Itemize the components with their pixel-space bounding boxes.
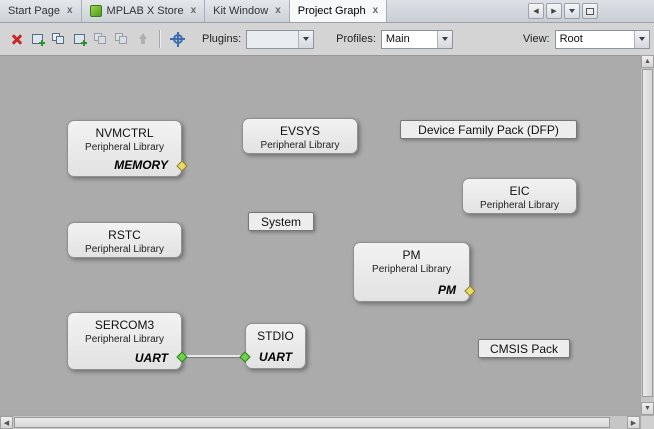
vertical-scroll-thumb[interactable] — [642, 69, 653, 397]
scroll-up-button[interactable]: ▲ — [641, 55, 654, 68]
scroll-right-button[interactable]: ▶ — [627, 416, 640, 429]
node-system[interactable]: System — [248, 212, 314, 231]
tab-kit-window[interactable]: Kit Window x — [205, 0, 290, 22]
node-eic[interactable]: EIC Peripheral Library — [462, 178, 577, 214]
tab-label: MPLAB X Store — [106, 5, 184, 17]
node-evsys[interactable]: EVSYS Peripheral Library — [242, 118, 358, 154]
node-pm[interactable]: PM Peripheral Library PM — [353, 242, 476, 302]
node-capability-label: UART — [258, 350, 293, 364]
move-up-button[interactable] — [132, 28, 153, 50]
group-node-button[interactable] — [111, 28, 132, 50]
tab-scroll-left-button[interactable]: ◀ — [528, 3, 544, 19]
chevron-down-icon — [569, 9, 575, 13]
graph-canvas[interactable]: NVMCTRL Peripheral Library MEMORY EVSYS … — [0, 55, 640, 415]
tab-label: Project Graph — [297, 5, 366, 17]
duplicate-node-button[interactable] — [90, 28, 111, 50]
add-node-icon — [32, 34, 45, 46]
tab-start-page[interactable]: Start Page x — [0, 0, 82, 22]
node-title: CMSIS Pack — [489, 341, 558, 356]
node-sercom3[interactable]: SERCOM3 Peripheral Library UART — [67, 312, 188, 370]
node-subtitle: Peripheral Library — [85, 142, 164, 153]
close-icon[interactable]: x — [66, 5, 73, 16]
profiles-label: Profiles: — [336, 33, 376, 45]
plugins-label: Plugins: — [202, 33, 242, 45]
node-stdio[interactable]: STDIO UART — [239, 323, 306, 369]
crosshair-icon — [170, 31, 185, 47]
duplicate-icon — [94, 33, 107, 45]
node-subtitle: Peripheral Library — [480, 200, 559, 211]
tab-list-button[interactable] — [564, 3, 580, 19]
tab-scroll-right-button[interactable]: ▶ — [546, 3, 562, 19]
port-diamond-memory[interactable] — [176, 160, 188, 172]
port-diamond-pm[interactable] — [464, 285, 476, 297]
tab-mplab-x-store[interactable]: MPLAB X Store x — [81, 0, 206, 22]
node-title: System — [260, 214, 301, 229]
copy-icon — [52, 33, 65, 45]
scroll-left-button[interactable]: ◀ — [0, 416, 13, 429]
node-capability-label: MEMORY — [114, 158, 168, 172]
copy-node-button[interactable] — [48, 28, 69, 50]
paste-node-button[interactable] — [69, 28, 90, 50]
minimize-window-button[interactable] — [582, 3, 598, 19]
node-nvmctrl[interactable]: NVMCTRL Peripheral Library MEMORY — [67, 120, 188, 177]
paste-icon — [74, 34, 87, 46]
node-subtitle: Peripheral Library — [260, 140, 340, 151]
vertical-scrollbar[interactable]: ▲ ▼ — [640, 55, 654, 415]
node-title: STDIO — [257, 329, 294, 343]
profiles-combobox[interactable]: Main — [380, 29, 453, 49]
close-icon[interactable]: x — [275, 5, 281, 16]
node-title: EVSYS — [279, 124, 321, 138]
profiles-value: Main — [385, 33, 410, 45]
group-icon — [115, 33, 128, 45]
close-icon[interactable]: x — [372, 5, 379, 16]
tab-bar: Start Page x MPLAB X Store x Kit Window … — [0, 0, 654, 23]
view-value: Root — [559, 33, 583, 45]
chevron-down-icon — [298, 30, 314, 48]
tab-project-graph[interactable]: Project Graph x — [289, 0, 388, 22]
center-view-button[interactable] — [167, 28, 188, 50]
node-device-family-pack[interactable]: Device Family Pack (DFP) — [400, 120, 577, 139]
node-subtitle: Peripheral Library — [372, 264, 451, 275]
scroll-down-button[interactable]: ▼ — [641, 402, 654, 415]
node-title: RSTC — [108, 228, 141, 242]
graph-toolbar: Plugins: Profiles: Main View: Root — [0, 23, 654, 55]
minimize-window-icon — [586, 7, 594, 15]
view-combobox[interactable]: Root — [554, 29, 650, 49]
node-title: NVMCTRL — [95, 126, 154, 140]
node-title: EIC — [509, 184, 530, 198]
node-capability-label: PM — [438, 283, 456, 297]
node-title: PM — [402, 248, 421, 262]
node-subtitle: Peripheral Library — [85, 334, 164, 345]
delete-node-button[interactable] — [6, 28, 27, 50]
toolbar-separator — [159, 30, 161, 48]
node-title: SERCOM3 — [94, 318, 155, 332]
chevron-down-icon — [436, 30, 452, 48]
horizontal-scrollbar[interactable]: ◀ ▶ — [0, 415, 640, 429]
tab-label: Kit Window — [213, 5, 269, 17]
plugins-combobox[interactable] — [246, 29, 315, 49]
node-title: Device Family Pack (DFP) — [418, 122, 559, 137]
port-diamond-uart-out[interactable] — [176, 351, 188, 363]
scrollbar-corner — [640, 415, 654, 429]
delete-icon — [10, 32, 24, 46]
up-arrow-icon — [137, 33, 149, 45]
tab-label: Start Page — [8, 5, 60, 17]
horizontal-scroll-thumb[interactable] — [14, 417, 610, 428]
add-node-button[interactable] — [27, 28, 48, 50]
view-label: View: — [522, 33, 550, 45]
node-capability-label: UART — [134, 351, 168, 365]
chevron-down-icon — [633, 30, 649, 48]
close-icon[interactable]: x — [190, 5, 197, 16]
connection-sercom3-stdio[interactable] — [181, 355, 246, 357]
node-rstc[interactable]: RSTC Peripheral Library — [67, 222, 182, 258]
mplab-store-icon — [89, 5, 102, 17]
node-cmsis-pack[interactable]: CMSIS Pack — [478, 339, 570, 358]
tab-scroll-controls: ◀ ▶ — [528, 3, 598, 19]
node-subtitle: Peripheral Library — [85, 244, 164, 255]
